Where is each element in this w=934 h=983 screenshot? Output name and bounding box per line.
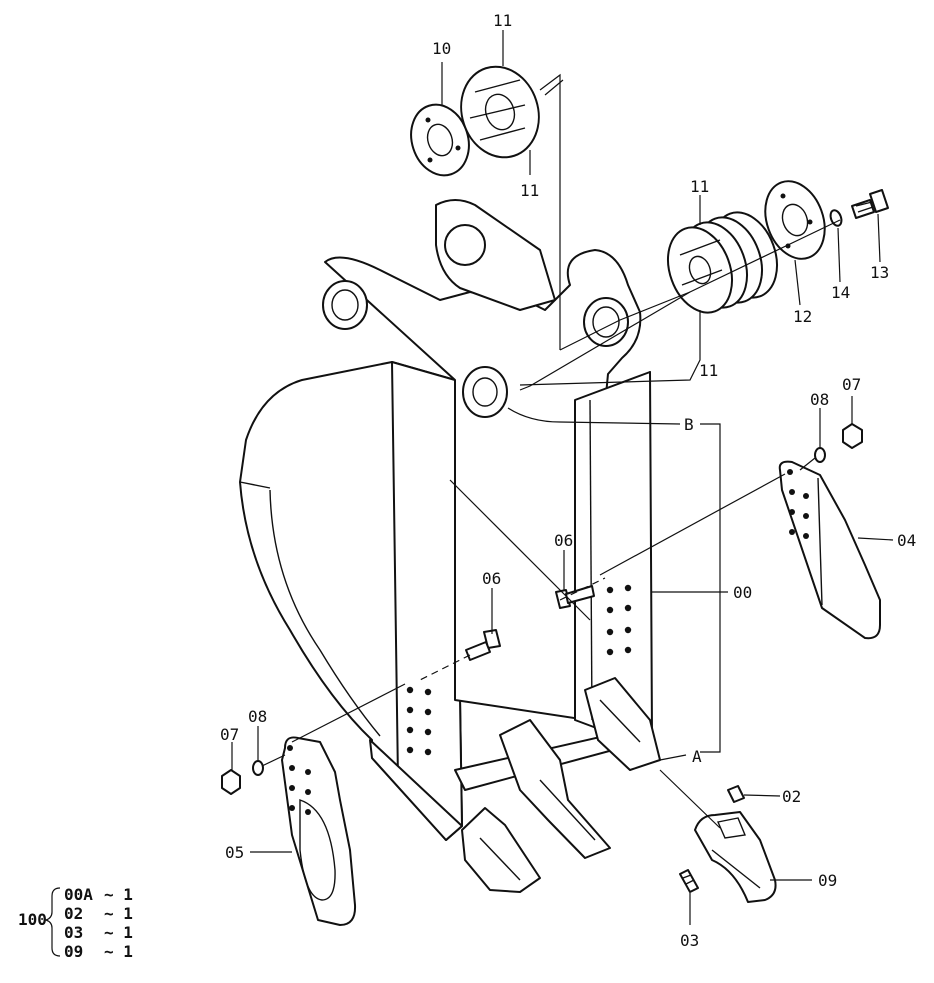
assembly-row-qty: ~ 1 — [104, 923, 133, 942]
part-03-pin — [679, 869, 699, 893]
part-12-plate — [764, 180, 826, 260]
callout-04: 04 — [897, 531, 916, 550]
callout-B: B — [684, 415, 694, 434]
callout-02: 02 — [782, 787, 801, 806]
bucket-teeth — [461, 677, 661, 893]
assembly-list: 100 00A ~ 1 02 ~ 1 03 ~ 1 09 ~ 1 — [18, 885, 133, 961]
part-11-shim-stack — [667, 211, 778, 314]
assembly-row-qty: ~ 1 — [104, 904, 133, 923]
callout-07-right: 07 — [842, 375, 861, 394]
callout-00: 00 — [733, 583, 752, 602]
assembly-number: 100 — [18, 910, 47, 929]
part-04-side-cutter — [778, 460, 881, 640]
callout-12: 12 — [793, 307, 812, 326]
part-13-bolt — [851, 189, 889, 219]
callout-06-lower: 06 — [482, 569, 501, 588]
part-11-shim-top — [460, 65, 540, 159]
bucket-body — [239, 199, 653, 841]
callout-11-right-top: 11 — [690, 177, 709, 196]
part-05-side-cutter — [281, 736, 357, 926]
part-10-plate — [410, 103, 470, 177]
callout-11-right-bottom: 11 — [699, 361, 718, 380]
part-02-lock — [727, 785, 745, 803]
part-14-washer — [829, 209, 843, 227]
callout-07-left: 07 — [220, 725, 239, 744]
callout-13: 13 — [870, 263, 889, 282]
part-06-bolt-lower — [465, 629, 501, 661]
callout-11-top: 11 — [493, 11, 512, 30]
assembly-row-part: 02 — [64, 904, 83, 923]
assembly-brace — [44, 887, 61, 957]
callout-03: 03 — [680, 931, 699, 950]
callout-A: A — [692, 747, 702, 766]
part-07-nut-right — [842, 423, 863, 449]
assembly-row-qty: ~ 1 — [104, 942, 133, 961]
assembly-row-part: 09 — [64, 942, 83, 961]
part-07-nut-left — [221, 769, 241, 795]
part-08-washer-right — [814, 447, 826, 463]
part-09-tooth — [694, 811, 777, 903]
leader-lines — [231, 30, 894, 925]
callout-08-left: 08 — [248, 707, 267, 726]
callout-09: 09 — [818, 871, 837, 890]
callout-08-right: 08 — [810, 390, 829, 409]
assembly-row-part: 03 — [64, 923, 83, 942]
assembly-row-qty: ~ 1 — [104, 885, 133, 904]
assembly-row-part: 00A — [64, 885, 93, 904]
callout-14: 14 — [831, 283, 850, 302]
callout-06-upper: 06 — [554, 531, 573, 550]
callout-11-mid: 11 — [520, 181, 539, 200]
callout-05: 05 — [225, 843, 244, 862]
callout-labels: 10 11 11 11 11 12 14 13 B 08 07 04 06 06… — [220, 11, 916, 950]
callout-10: 10 — [432, 39, 451, 58]
part-08-washer-left — [252, 760, 264, 776]
